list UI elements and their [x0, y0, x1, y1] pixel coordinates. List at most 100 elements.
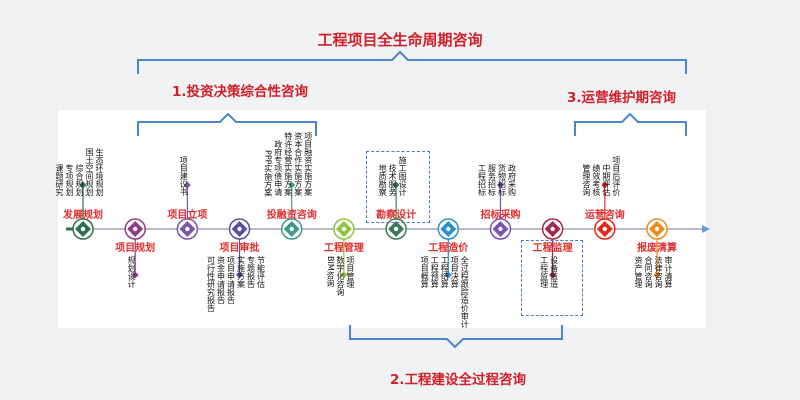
stage-items: 管理咨询绩效考核中期评估项目后评价 [582, 156, 621, 196]
stage-node-center [550, 226, 555, 232]
stage-node-center [341, 226, 347, 232]
stage-items: 资产管理合同咨询法律咨询审计清算 [634, 256, 673, 288]
stage-node-center [289, 226, 294, 232]
stage-item-text: PPP实施方案 [263, 149, 273, 196]
stage-end-marker [444, 271, 452, 279]
stage-items: 课题研究专项规划综合规划国土空间规划生态环境规划 [55, 148, 104, 196]
stage-end-marker [183, 181, 191, 189]
stage-label: 工程造价 [428, 243, 469, 254]
stage-item-text: 货物招标 [497, 164, 507, 196]
stage-items: 地质勘察技术服务施工图设计 [378, 156, 407, 196]
stage-item-text: 项目融资实施方案 [303, 132, 313, 196]
stage-item-text: 资金申请报告 [216, 256, 226, 304]
stage-item-text: 设备监造 [549, 256, 559, 288]
stage-node-center [602, 226, 608, 232]
section-label-construction: 2.工程建设全过程咨询 [390, 372, 527, 388]
stage-label: 勘察设计 [376, 210, 417, 221]
stage-item-text: 资产管理 [634, 256, 643, 288]
stage-item-text: 工程结算 [440, 256, 450, 288]
stage-item-text: 服务招标 [487, 164, 497, 196]
stage-node-center [185, 226, 190, 232]
stage-item-text: 全过程跟踪造价审计 [460, 256, 470, 328]
stage-end-marker [549, 271, 557, 279]
stage-item-text: 专题报告 [246, 256, 256, 288]
stage-node-center [498, 226, 503, 232]
stage-item-text: 法律咨询 [654, 256, 663, 288]
stage-item-text: 课题研究 [55, 164, 64, 196]
stage-end-marker [340, 271, 348, 279]
stage-end-marker [288, 181, 296, 189]
stage-label: 项目立项 [167, 210, 208, 221]
stage-item-text: 项目概算 [420, 256, 430, 288]
highlight-box-supervision [521, 240, 583, 316]
stage-node-center [132, 226, 138, 232]
stage-node-center [393, 226, 399, 232]
stage-items: 规划设计 [127, 256, 136, 288]
stage-item-text: 项目建议书 [179, 156, 189, 196]
stage-end-marker [79, 181, 87, 189]
stage-item-text: 合同咨询 [644, 256, 653, 288]
stage-label: 工程监理 [532, 243, 573, 254]
stage-items: BIM咨询数字化咨询项目管理 [326, 256, 355, 296]
stage-end-marker [601, 181, 609, 189]
stage-label: 项目规划 [115, 243, 156, 254]
stage-item-text: 项目后评价 [611, 156, 621, 196]
stage-node-center [237, 226, 242, 232]
stage-label: 项目审批 [219, 243, 260, 254]
stage-items: 项目建议书 [179, 156, 188, 196]
stage-item-text: 数字化咨询 [335, 256, 345, 296]
stage-item-text: 特许经营实施方案 [283, 132, 293, 196]
stage-item-text: 规划设计 [127, 256, 137, 288]
section-label-operation: 3.运营维护期咨询 [567, 90, 677, 106]
stage-item-text: 可行性研究报告 [206, 256, 216, 312]
stage-item-text: 政府专项债申请 [273, 140, 283, 196]
stage-node-center [446, 226, 451, 232]
stage-end-marker [236, 271, 244, 279]
stage-item-text: 施工图设计 [398, 156, 408, 196]
stage-item-text: BIM咨询 [325, 256, 335, 287]
stage-end-marker [392, 181, 400, 189]
stage-item-text: 国土空间规划 [85, 148, 94, 196]
bracket-construction [349, 325, 563, 349]
stage-label: 投融资咨询 [266, 210, 317, 221]
bracket-operation [574, 112, 687, 136]
stage-end-marker [653, 271, 661, 279]
stage-label: 工程管理 [323, 243, 364, 254]
stage-item-text: 综合规划 [75, 164, 84, 196]
stage-node-center [80, 226, 86, 232]
stage-item-text: 中期评估 [601, 164, 611, 196]
bracket-investment [137, 112, 317, 136]
stage-items: PPP实施方案政府专项债申请特许经营实施方案资本合作实施方案项目融资实施方案 [264, 132, 313, 196]
stage-label: 招标采购 [480, 210, 521, 221]
stage-items: 可行性研究报告资金申请报告项目申请报告实施方案专题报告节能评估 [207, 256, 266, 312]
timeline-panel [58, 110, 706, 328]
stage-end-marker [131, 271, 139, 279]
stage-end-marker [496, 181, 504, 189]
stage-item-text: 项目申请报告 [226, 256, 236, 304]
stage-item-text: 审计清算 [664, 256, 673, 288]
diagram-title: 工程项目全生命周期咨询 [317, 31, 483, 49]
stage-items: 工程监理设备监造 [540, 256, 559, 288]
stage-item-text: 项目管理 [345, 256, 355, 288]
stage-label: 报废清算 [637, 243, 677, 254]
stage-node-center [654, 226, 660, 232]
stage-label: 运营咨询 [584, 210, 625, 221]
stage-item-text: 节能评估 [256, 256, 266, 288]
stage-item-text: 政府采购 [507, 164, 517, 196]
stage-item-text: 工程预算 [430, 256, 440, 288]
stage-item-text: 工程招标 [477, 164, 487, 196]
bracket-full-lifecycle [137, 50, 687, 74]
stage-label: 发展规划 [63, 210, 103, 221]
stage-items: 工程招标服务招标货物招标政府采购 [477, 164, 516, 196]
stage-item-text: 实施方案 [236, 256, 246, 288]
stage-item-text: 绩效考核 [591, 164, 601, 196]
stage-item-text: 资本合作实施方案 [293, 132, 303, 196]
section-label-investment: 1.投资决策综合性咨询 [172, 84, 309, 100]
stage-item-text: 管理咨询 [581, 164, 591, 196]
stage-item-text: 技术服务 [388, 164, 398, 196]
stage-item-text: 项目决算 [450, 256, 460, 288]
stage-item-text: 生态环境规划 [95, 148, 104, 196]
stage-item-text: 地质勘察 [378, 164, 388, 196]
highlight-box-survey [366, 151, 430, 223]
